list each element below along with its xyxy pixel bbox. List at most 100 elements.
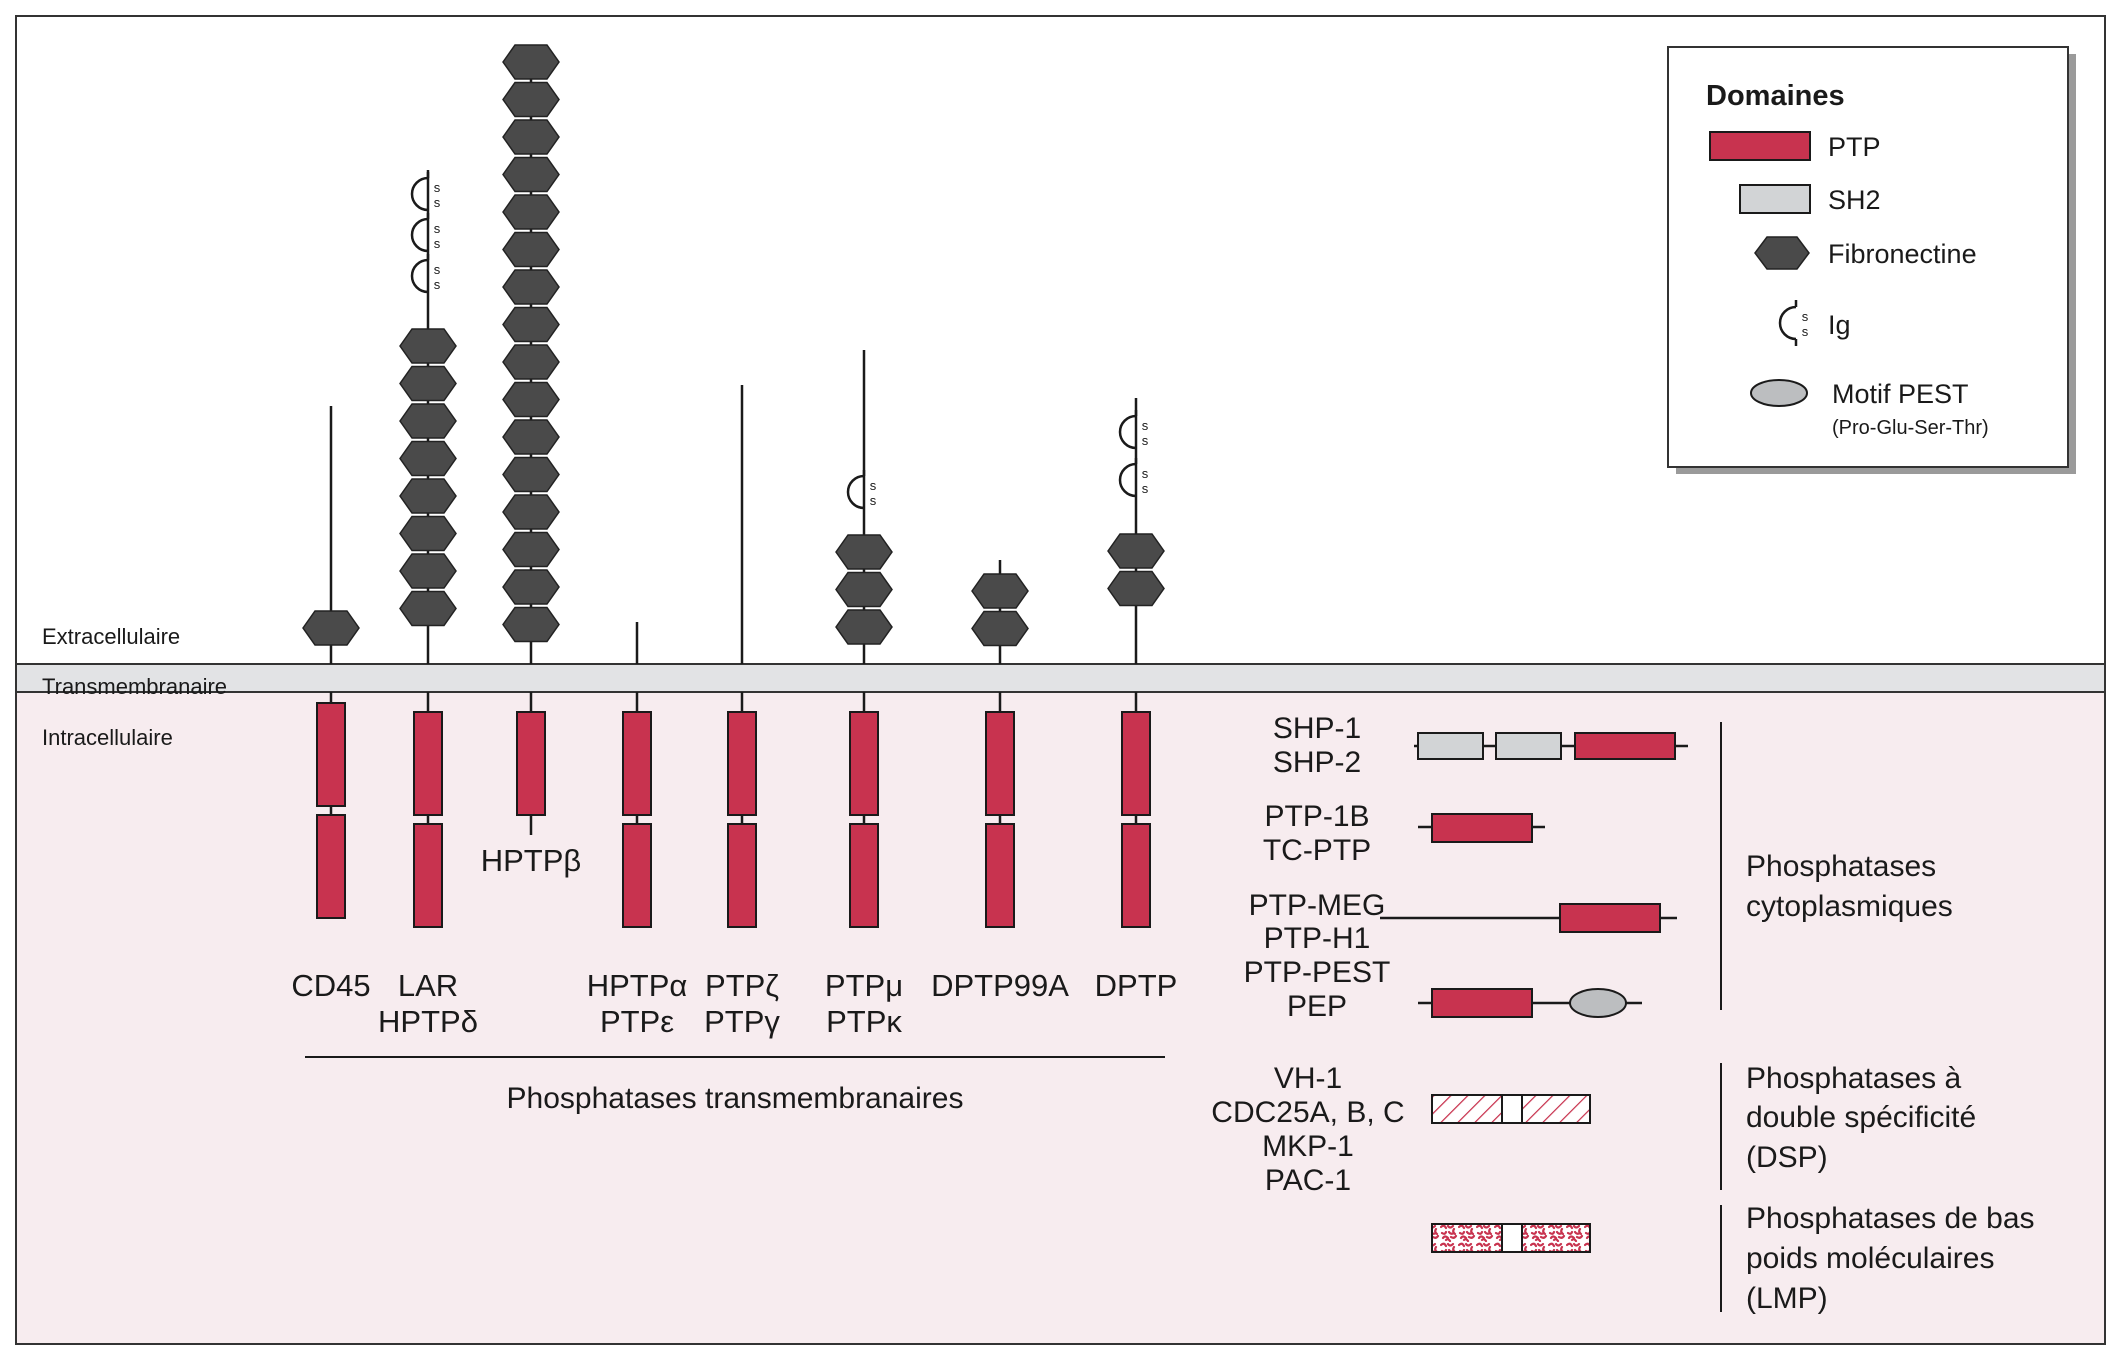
fibronectin-domain <box>971 610 1029 647</box>
fibronectin-domain <box>502 569 560 605</box>
dsp-label-line2: double spécificité <box>1746 1101 1976 1134</box>
ptp-domain <box>1121 711 1151 816</box>
legend-fibronectin-label: Fibronectine <box>1828 239 1977 269</box>
ptp-domain <box>1431 988 1533 1018</box>
transmembrane-group-label: Phosphatases transmembranaires <box>507 1082 964 1115</box>
lmp-construct <box>1431 1223 1591 1253</box>
fibronectin-domain <box>502 156 560 193</box>
ig-s-label: s <box>1802 309 1809 324</box>
fibronectin-domain <box>502 119 560 155</box>
label-shp1: SHP-1 <box>1273 712 1361 745</box>
fibronectin-domain <box>399 478 457 514</box>
ptp1b-construct <box>1418 813 1545 843</box>
fibronectin-domain <box>399 590 457 627</box>
lmp-label-line3: (LMP) <box>1746 1282 1828 1315</box>
figure-border <box>15 15 2106 1345</box>
dsp-domain-hatched <box>1431 1094 1503 1124</box>
cytoplasmic-group-label: Phosphatases cytoplasmiques <box>1746 850 1953 923</box>
cytoplasmic-names: SHP-1 SHP-2 PTP-1B TC-PTP PTP-MEG PTP-H1… <box>1244 712 1391 1023</box>
fibronectin-domain <box>1107 570 1165 607</box>
shp-construct <box>1414 732 1688 760</box>
label-ptpm: PTPμ <box>825 968 903 1003</box>
legend-ig-swatch: s s <box>1778 300 1809 346</box>
label-ptpmeg: PTP-MEG <box>1249 889 1386 922</box>
label-cdc25: CDC25A, B, C <box>1211 1096 1404 1129</box>
lmp-group-label: Phosphatases de bas poids moléculaires (… <box>1746 1202 2035 1315</box>
label-ptpk: PTPκ <box>826 1004 902 1039</box>
transmembrane-region <box>16 664 2105 692</box>
ptp-domain <box>1431 813 1533 843</box>
fibronectin-domain <box>302 610 360 646</box>
ptp-domain <box>1559 903 1661 933</box>
fibronectin-domain <box>502 381 560 418</box>
dsp-label-line3: (DSP) <box>1746 1141 1828 1174</box>
ptp-domain <box>727 711 757 816</box>
cytoplasmic-label-line1: Phosphatases <box>1746 850 1936 883</box>
legend-pest-detail: (Pro-Glu-Ser-Thr) <box>1832 417 1989 439</box>
legend-pest-label: Motif PEST <box>1832 379 1969 409</box>
cytoplasmic-label-line2: cytoplasmiques <box>1746 890 1953 923</box>
ig-s-label: s <box>1142 481 1149 496</box>
fibronectin-domain <box>399 328 457 364</box>
label-hptpd: HPTPδ <box>378 1004 478 1039</box>
legend-sh2-label: SH2 <box>1828 185 1881 215</box>
fibronectin-domain <box>399 515 457 552</box>
fibronectin-domain <box>502 344 560 380</box>
fibronectin-domain <box>399 440 457 477</box>
ig-domain <box>410 176 429 212</box>
label-ptph1: PTP-H1 <box>1264 922 1371 955</box>
fibronectin-domain <box>835 609 893 645</box>
sh2-domain <box>1417 732 1484 760</box>
label-intracellular: Intracellulaire <box>42 725 173 750</box>
ptpmeg-construct <box>1380 903 1677 933</box>
ptp-domain <box>1574 732 1676 760</box>
lmp-domain-speckled <box>1521 1223 1591 1253</box>
label-extracellular: Extracellulaire <box>42 624 180 649</box>
fibronectin-domain <box>502 494 560 530</box>
legend-ig-label: Ig <box>1828 310 1851 340</box>
fibronectin-domain <box>1107 533 1165 569</box>
sh2-domain <box>1495 732 1562 760</box>
ig-s-label: s <box>1142 433 1149 448</box>
dsp-names: VH-1 CDC25A, B, C MKP-1 PAC-1 <box>1211 1062 1404 1197</box>
ig-domain <box>410 217 429 253</box>
legend-box <box>1667 46 2069 468</box>
ptp-domain <box>622 711 652 816</box>
label-dptp99a: DPTP99A <box>931 968 1069 1003</box>
label-transmembrane: Transmembranaire <box>42 674 227 699</box>
fibronectin-domain <box>399 403 457 439</box>
dsp-domain-hatched <box>1521 1094 1591 1124</box>
fibronectin-domain <box>502 456 560 493</box>
ig-s-label: s <box>434 277 441 292</box>
label-hptpa: HPTPα <box>587 968 688 1003</box>
ig-domain <box>1118 462 1137 498</box>
pest-motif <box>1569 988 1627 1018</box>
ig-s-label: s <box>1142 418 1149 433</box>
ptp-domain <box>516 711 546 816</box>
lmp-label-line1: Phosphatases de bas <box>1746 1202 2035 1235</box>
label-mkp1: MKP-1 <box>1262 1130 1354 1163</box>
ptp-domain <box>1121 823 1151 928</box>
ptp-domain <box>316 814 346 919</box>
label-ptpe: PTPε <box>600 1004 674 1039</box>
fibronectin-domain <box>502 419 560 455</box>
label-tcptp: TC-PTP <box>1263 834 1371 867</box>
fibronectin-domain <box>502 531 560 568</box>
ig-s-label: s <box>870 478 877 493</box>
legend-pest-swatch <box>1750 379 1808 407</box>
ptp-domain <box>985 823 1015 928</box>
receptor-labels: CD45 LAR HPTPδ HPTPβ HPTPα PTPε PTPζ PTP… <box>291 843 1177 1039</box>
ptp-domain <box>316 702 346 807</box>
pep-construct <box>1418 988 1642 1018</box>
ptp-domain <box>413 823 443 928</box>
ig-domain <box>846 474 865 510</box>
ig-s-label: s <box>1142 466 1149 481</box>
ptp-domain <box>849 711 879 816</box>
ptp-domain <box>413 711 443 816</box>
lmp-domain-speckled <box>1431 1223 1503 1253</box>
legend-fibronectin-swatch <box>1754 236 1810 270</box>
ptp-domain <box>849 823 879 928</box>
legend-title: Domaines <box>1706 80 1845 112</box>
fibronectin-domain <box>835 534 893 570</box>
label-vh1: VH-1 <box>1274 1062 1342 1095</box>
